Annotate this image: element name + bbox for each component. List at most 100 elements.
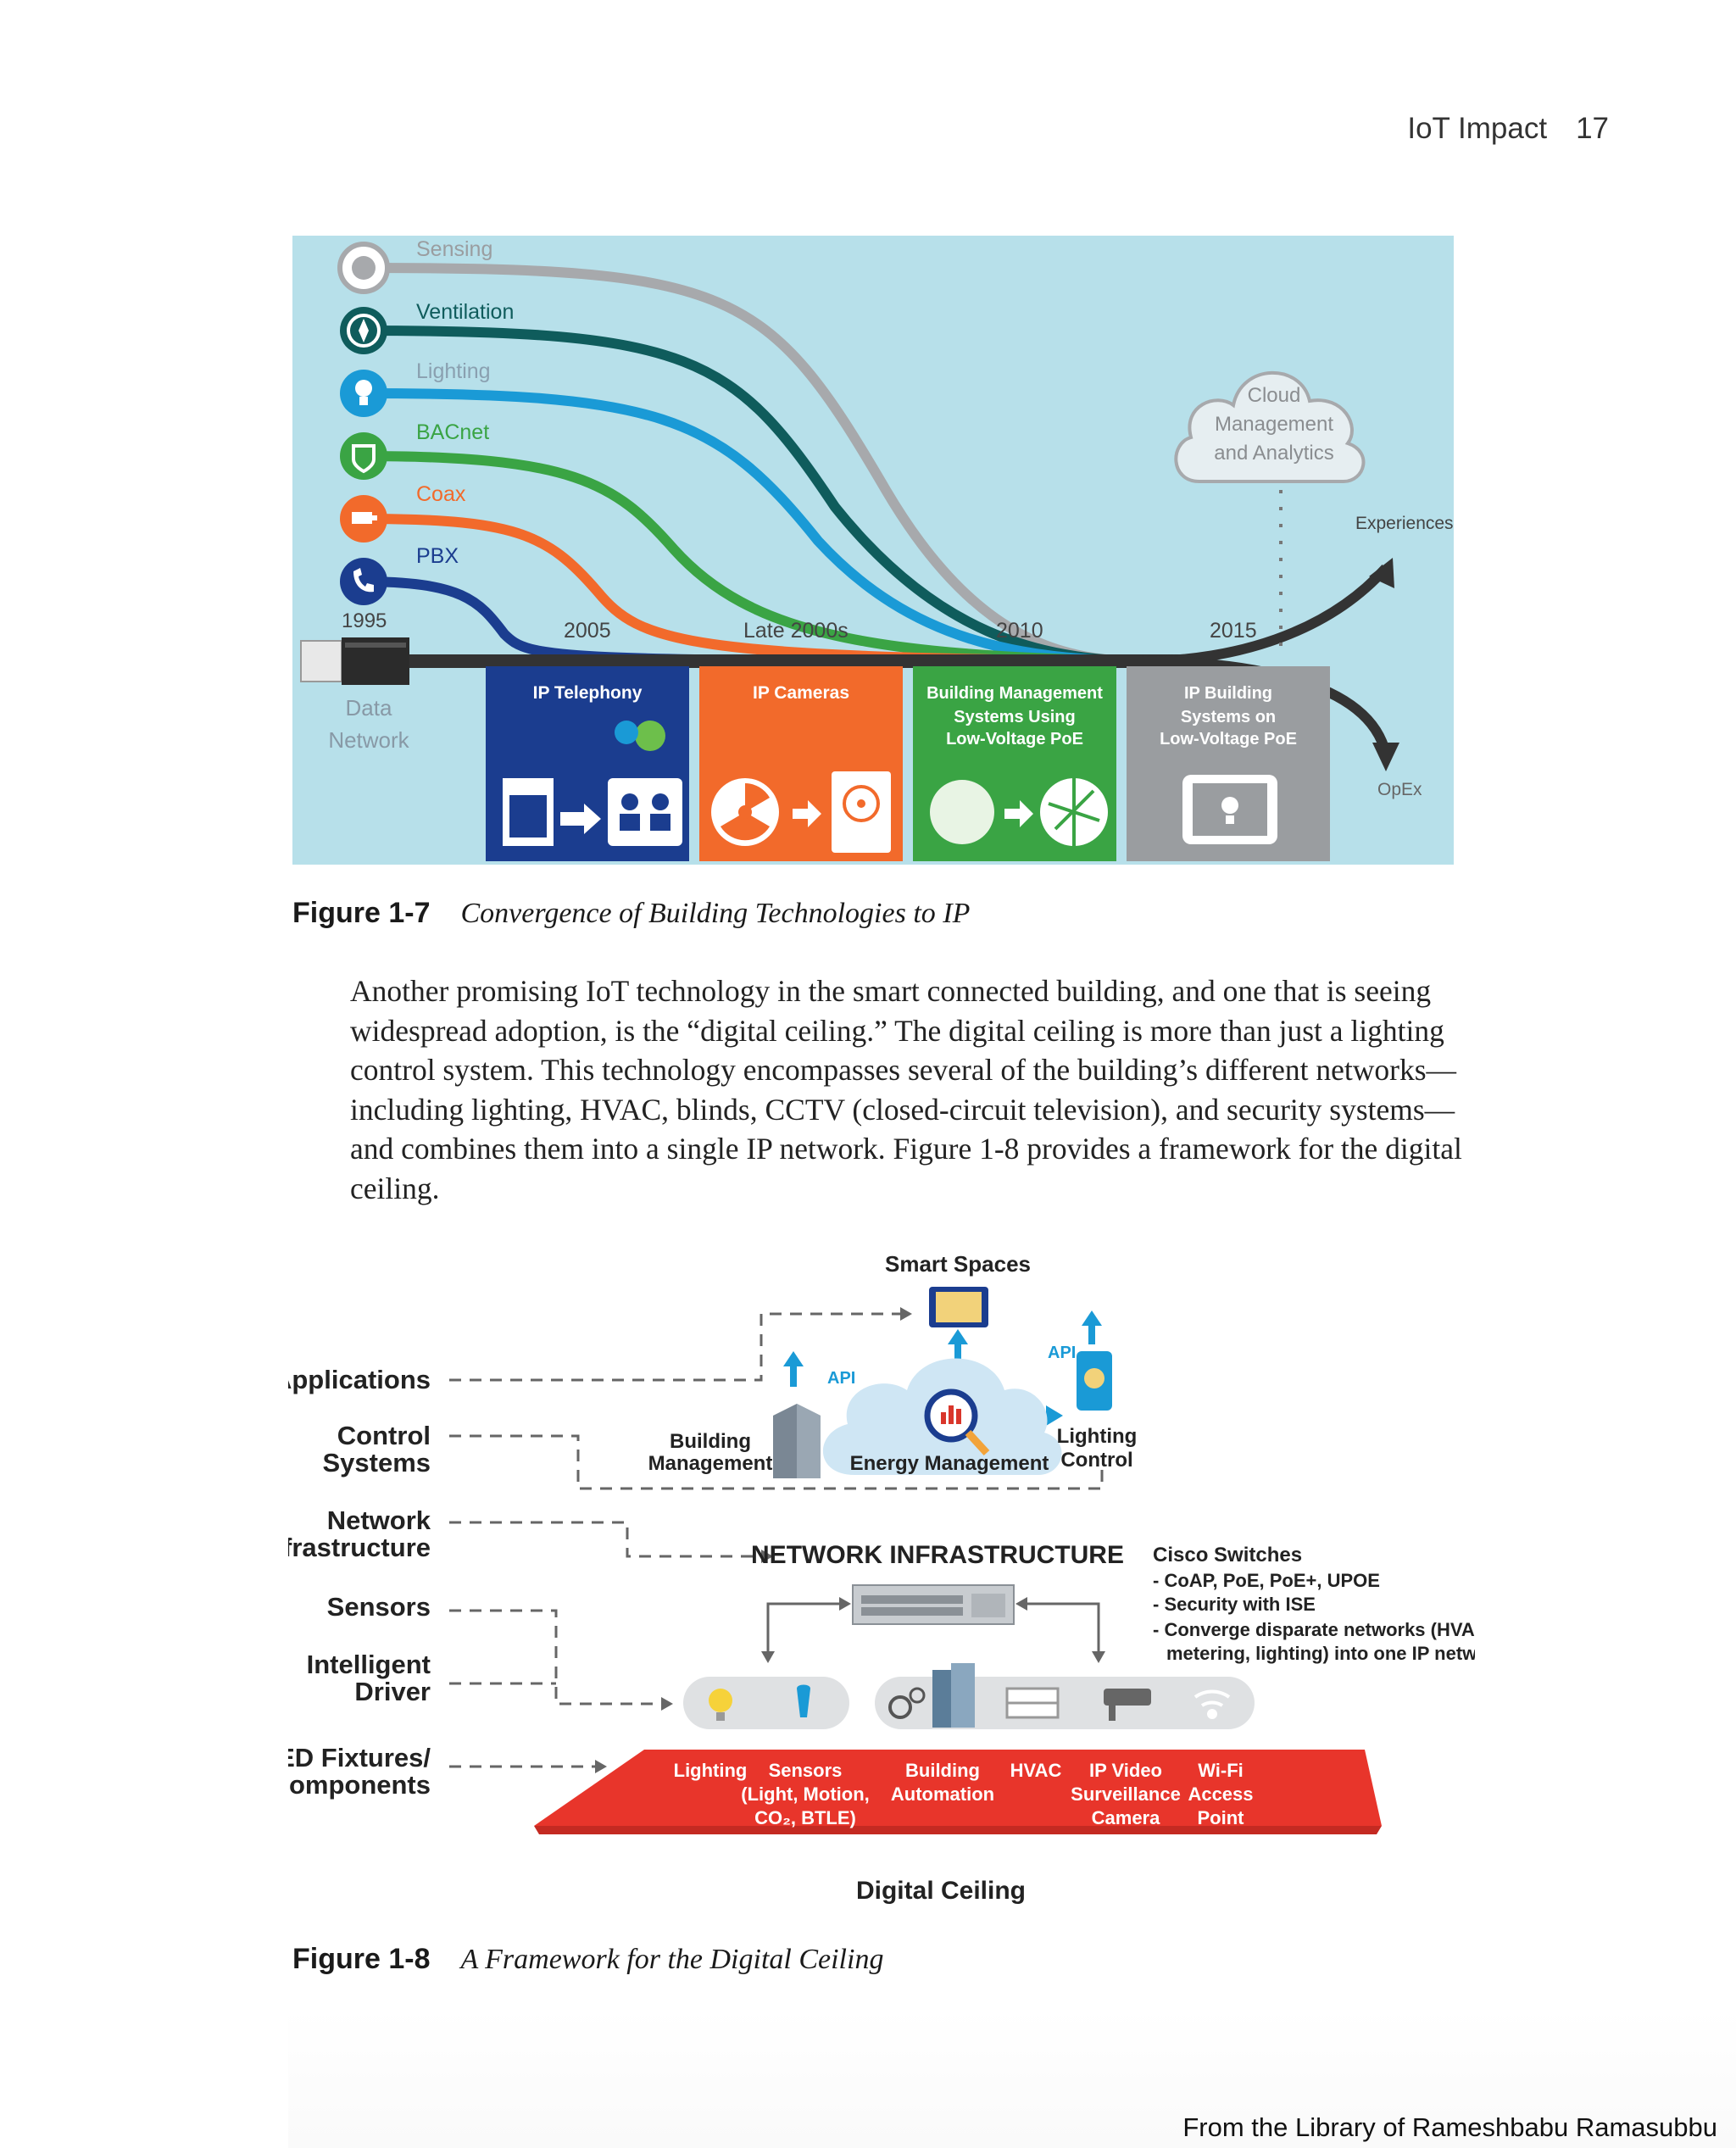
box-ip-telephony: IP Telephony — [486, 666, 689, 861]
device-wifi-1: Wi-Fi — [1198, 1760, 1244, 1781]
cloud-icon — [1174, 370, 1366, 483]
device-lighting: Lighting — [674, 1760, 748, 1781]
data-network-label-2: Network — [328, 727, 409, 753]
sensing-line — [359, 263, 1141, 666]
svg-text:Systems on: Systems on — [1181, 708, 1276, 726]
device-sensors-3: CO₂, BTLE) — [754, 1807, 856, 1828]
network-connector — [449, 1521, 763, 1558]
line-label-coax: Coax — [416, 482, 466, 506]
cctv-camera-icon — [1104, 1689, 1151, 1721]
device-automation-2: Automation — [891, 1784, 994, 1805]
year-2005: 2005 — [564, 619, 611, 643]
layer-applications: Applications — [288, 1365, 431, 1394]
device-sensors-1: Sensors — [769, 1760, 843, 1781]
layer-network-2: Infrastructure — [288, 1533, 431, 1562]
wifi-icon — [1194, 1689, 1231, 1719]
video-call-icon — [608, 778, 682, 846]
ethernet-plug-icon — [300, 640, 342, 682]
year-2015: 2015 — [1210, 619, 1257, 643]
control-connector — [449, 1434, 1104, 1490]
line-label-sensing: Sensing — [416, 237, 492, 261]
figure-1-8-illustration: Applications Control Systems Network Inf… — [259, 1246, 1506, 1924]
bulb-icon — [709, 1689, 732, 1712]
smart-spaces-label: Smart Spaces — [885, 1251, 1031, 1277]
device-camera-3: Camera — [1092, 1807, 1160, 1828]
line-label-ventilation: Ventilation — [416, 300, 514, 324]
device-camera-1: IP Video — [1089, 1760, 1162, 1781]
building-management-1: Building — [670, 1430, 751, 1453]
network-infrastructure-label: NETWORK INFRASTRUCTURE — [751, 1541, 1124, 1569]
digital-ceiling-label: Digital Ceiling — [856, 1877, 1026, 1905]
experiences-label: Experiences — [1355, 514, 1454, 533]
chat-icon — [615, 721, 638, 744]
device-sensors-2: (Light, Motion, — [741, 1784, 870, 1805]
figure-1-7-illustration: Sensing Ventilation Lighting BACnet Coax… — [292, 236, 1454, 865]
opex-label: OpEx — [1377, 780, 1422, 799]
device-wifi-2: Access — [1188, 1784, 1253, 1805]
svg-text:IP Telephony: IP Telephony — [533, 683, 643, 703]
year-2010: 2010 — [996, 619, 1043, 643]
device-camera-2: Surveillance — [1071, 1784, 1181, 1805]
page-margin-shade — [288, 2009, 1736, 2148]
globe-icon — [635, 721, 665, 751]
bacnet-line — [359, 451, 1141, 666]
box-ip-building-systems: IP Building Systems on Low-Voltage PoE — [1127, 666, 1330, 861]
sensor-cluster-icon — [930, 780, 994, 844]
applications-connector — [449, 1312, 905, 1382]
sensing-icon — [337, 242, 390, 294]
convergence-diagram: Sensing Ventilation Lighting BACnet Coax… — [300, 237, 1454, 861]
body-paragraph: Another promising IoT technology in the … — [350, 974, 1462, 1205]
line-label-bacnet: BACnet — [416, 420, 489, 444]
library-footer: From the Library of Rameshbabu Ramasubbu — [1182, 2112, 1717, 2142]
layer-control-2: Systems — [322, 1448, 431, 1477]
layer-control-1: Control — [337, 1421, 431, 1450]
figure-label: Figure 1-8 — [292, 1943, 431, 1975]
svg-text:Low-Voltage PoE: Low-Voltage PoE — [946, 730, 1083, 748]
experiences-arrow — [1139, 564, 1390, 666]
network-switch-icon — [852, 1584, 1015, 1625]
energy-management-label: Energy Management — [850, 1452, 1049, 1475]
svg-text:Building Management: Building Management — [926, 684, 1103, 703]
device-wifi-3: Point — [1198, 1807, 1245, 1828]
svg-text:IP Cameras: IP Cameras — [753, 683, 849, 703]
switch-point-4: metering, lighting) into one IP network — [1166, 1643, 1475, 1664]
office-building-icon — [932, 1663, 975, 1728]
gears-icon — [888, 1687, 926, 1719]
figure-1-7-caption: Figure 1-7 Convergence of Building Techno… — [292, 897, 970, 930]
lighting-control-2: Control — [1060, 1449, 1132, 1472]
digital-ceiling-diagram: Applications Control Systems Network Inf… — [259, 1251, 1506, 1905]
year-1995: 1995 — [342, 609, 387, 632]
cloud-text-1: Cloud — [1248, 384, 1301, 407]
svg-text:Low-Voltage PoE: Low-Voltage PoE — [1160, 730, 1297, 748]
figure-label: Figure 1-7 — [292, 897, 431, 929]
page-number: 17 — [1576, 112, 1609, 145]
layer-led-2: Components — [288, 1770, 431, 1800]
phone-icon — [340, 558, 387, 605]
year-late-2000s: Late 2000s — [743, 619, 849, 643]
building-icon — [773, 1404, 821, 1478]
layer-driver-1: Intelligent — [307, 1650, 431, 1679]
ventilation-line — [359, 326, 1141, 666]
lighting-control-1: Lighting — [1057, 1425, 1138, 1448]
hvac-icon — [1005, 1687, 1060, 1719]
sensors-connector — [449, 1609, 663, 1706]
shield-icon — [340, 432, 387, 480]
sensor-device-shelf — [683, 1677, 849, 1729]
line-label-lighting: Lighting — [416, 359, 491, 383]
section-title: IoT Impact — [1407, 112, 1548, 145]
layer-network-1: Network — [327, 1505, 431, 1535]
device-hvac: HVAC — [1010, 1760, 1062, 1781]
lighting-line — [359, 388, 1141, 666]
layer-driver-2: Driver — [354, 1677, 431, 1706]
cisco-switches-title: Cisco Switches — [1153, 1544, 1302, 1566]
layer-sensors: Sensors — [327, 1592, 431, 1622]
cloud-text-3: and Analytics — [1214, 442, 1333, 465]
switch-point-1: - CoAP, PoE, PoE+, UPOE — [1153, 1570, 1380, 1591]
data-network-cable — [364, 654, 1195, 668]
hard-drive-icon — [832, 771, 891, 853]
svg-text:Systems Using: Systems Using — [954, 708, 1075, 726]
figure-title: Convergence of Building Technologies to … — [460, 898, 971, 929]
api-right-label: API — [1048, 1344, 1076, 1362]
fan-icon — [340, 307, 387, 354]
building-management-2: Management — [648, 1452, 773, 1475]
